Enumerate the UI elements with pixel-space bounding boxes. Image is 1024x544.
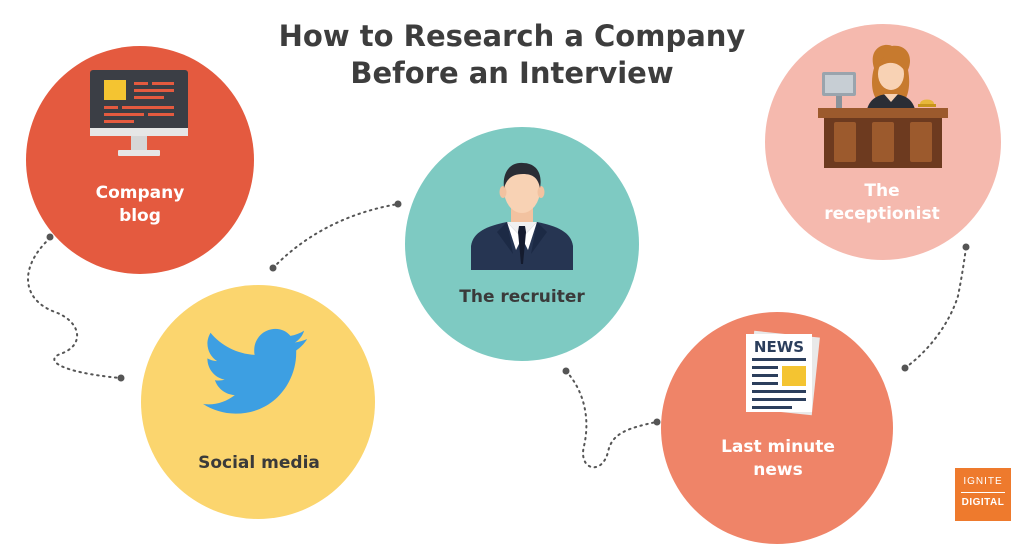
label-last-minute-news: Last minute news <box>721 437 835 480</box>
label-recruiter: The recruiter <box>459 287 585 307</box>
ignite-digital-logo: IGNITE DIGITAL <box>955 468 1011 521</box>
connector-recruiter-to-news <box>565 370 657 469</box>
label-social-media: Social media <box>198 453 320 473</box>
connector-dot <box>562 367 570 375</box>
page-title: How to Research a Company Before an Inte… <box>0 18 1024 92</box>
logo-line-1: IGNITE <box>963 476 1003 487</box>
newspaper-header: NEWS <box>754 338 804 356</box>
logo-divider <box>961 492 1005 493</box>
title-line-2: Before an Interview <box>350 56 674 90</box>
connector-dot <box>901 364 909 372</box>
connector-dot <box>117 374 125 382</box>
twitter-bird-icon <box>203 328 308 414</box>
recruiter-person-icon <box>471 162 573 270</box>
title-line-1: How to Research a Company <box>278 19 746 53</box>
logo-line-2: DIGITAL <box>961 497 1005 508</box>
receptionist-icon <box>818 44 948 168</box>
label-receptionist: The receptionist <box>824 181 940 224</box>
newspaper-icon: NEWS <box>746 330 820 416</box>
connector-dot <box>962 243 970 251</box>
connector-news-to-receptionist <box>904 247 967 369</box>
connector-dot <box>653 418 661 426</box>
connector-dot <box>394 200 402 208</box>
connector-dot <box>269 264 277 272</box>
monitor-icon <box>90 70 188 156</box>
connector-social-to-recruiter <box>272 203 399 269</box>
connector-dot <box>46 233 54 241</box>
label-company-blog: Company blog <box>95 183 185 226</box>
